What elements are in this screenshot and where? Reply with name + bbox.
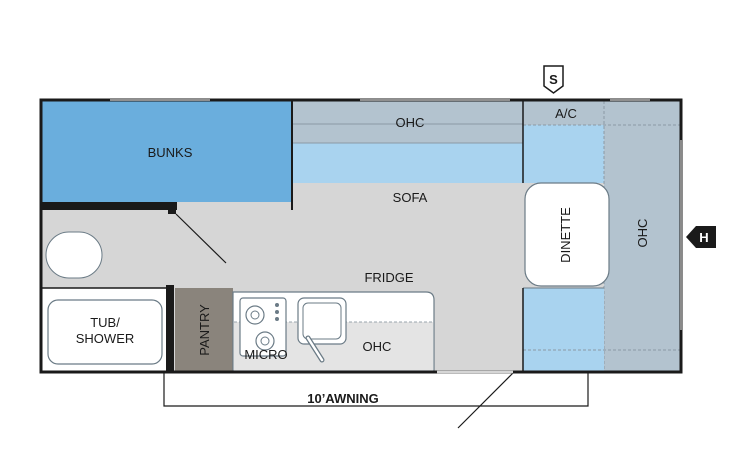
sink-faucet-core: [306, 336, 324, 362]
pantry: [175, 288, 233, 372]
burner-2-inner: [260, 336, 270, 346]
sofa-cushion: [293, 143, 523, 183]
tub-wall-right: [166, 285, 174, 372]
sink: [297, 297, 347, 345]
dinette-seat-bottom: [523, 288, 604, 371]
ohc-top-area: [293, 101, 523, 143]
burner-1: [245, 305, 265, 325]
tub-shower: [47, 299, 163, 365]
entry-door-swing: [457, 372, 514, 429]
sofa-label: SOFA: [393, 190, 428, 205]
stove-knob-1: [275, 303, 279, 307]
ohc-right-area: [604, 101, 680, 371]
dinette-table: [524, 182, 610, 287]
ohc-top-label: OHC: [396, 115, 425, 130]
stove-knob-3: [275, 317, 279, 321]
bath-wall-top: [41, 202, 177, 210]
fridge-label: FRIDGE: [364, 270, 413, 285]
pantry-label: PANTRY: [197, 304, 212, 356]
h-badge: [686, 226, 716, 248]
burner-2: [255, 331, 275, 351]
ac-label: A/C: [555, 106, 577, 121]
bunks-label: BUNKS: [148, 145, 193, 160]
s-badge: [543, 65, 564, 94]
s-badge-text: S: [549, 72, 558, 87]
tub-label-2: SHOWER: [76, 331, 135, 346]
bath-door-swing: [175, 213, 227, 264]
awning-label: 10’AWNING: [307, 391, 379, 406]
bath-wall-side: [168, 202, 176, 214]
ohc-right-label: OHC: [635, 219, 650, 248]
ac-area: [523, 101, 604, 125]
sink-basin: [302, 302, 342, 340]
dinette-seat-top: [523, 125, 604, 183]
h-badge-text: H: [699, 230, 708, 245]
toilet: [45, 231, 103, 279]
tub-label-1: TUB/: [90, 315, 120, 330]
ohc-kitchen-label: OHC: [363, 339, 392, 354]
awning-outline: [163, 372, 589, 407]
micro-label: MICRO: [244, 347, 287, 362]
dinette-label: DINETTE: [558, 207, 573, 263]
burner-1-inner: [250, 310, 260, 320]
bunks-area: [42, 101, 292, 202]
stove-knob-2: [275, 310, 279, 314]
